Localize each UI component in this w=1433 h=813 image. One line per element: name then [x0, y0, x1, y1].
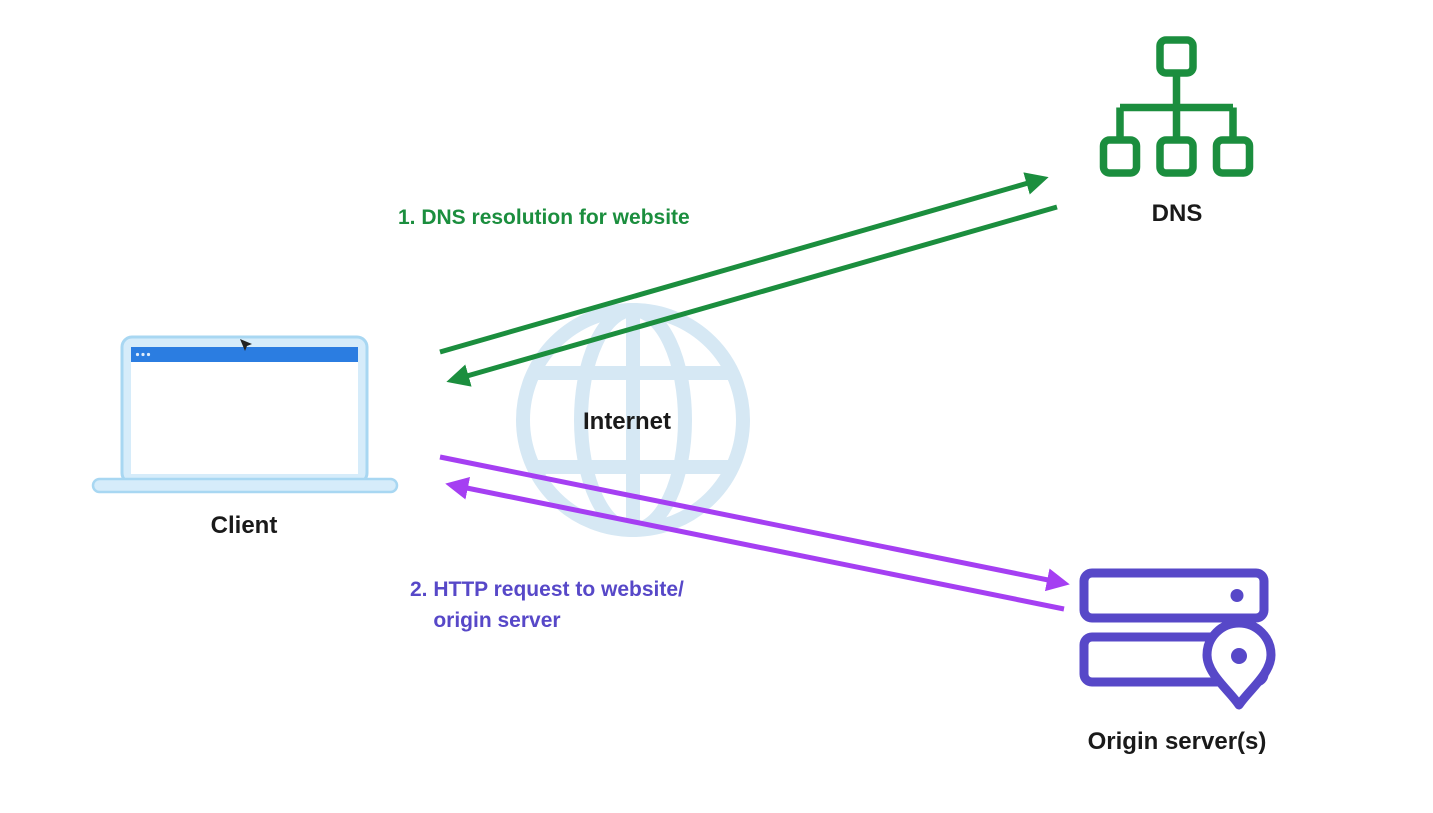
step2-http-request-label: 2. HTTP request to website/ origin serve… — [410, 578, 684, 632]
client-label: Client — [210, 512, 278, 539]
laptop-icon — [91, 335, 399, 494]
internet-label: Internet — [582, 408, 671, 435]
dns-response-arrow — [446, 204, 1058, 387]
http-response-arrow — [445, 476, 1065, 612]
dns-request-arrow — [439, 172, 1049, 355]
step1-dns-resolution-label: 1. DNS resolution for website — [398, 206, 690, 229]
sitemap-icon — [1099, 36, 1254, 177]
server-stack-with-location-pin-icon — [1079, 568, 1276, 710]
globe-icon — [516, 303, 750, 537]
http-arrows — [439, 454, 1070, 612]
http-request-arrow — [439, 454, 1070, 592]
origin-server-label: Origin server(s) — [1087, 728, 1267, 755]
dns-label: DNS — [1151, 200, 1203, 227]
dns-arrows — [439, 172, 1058, 387]
